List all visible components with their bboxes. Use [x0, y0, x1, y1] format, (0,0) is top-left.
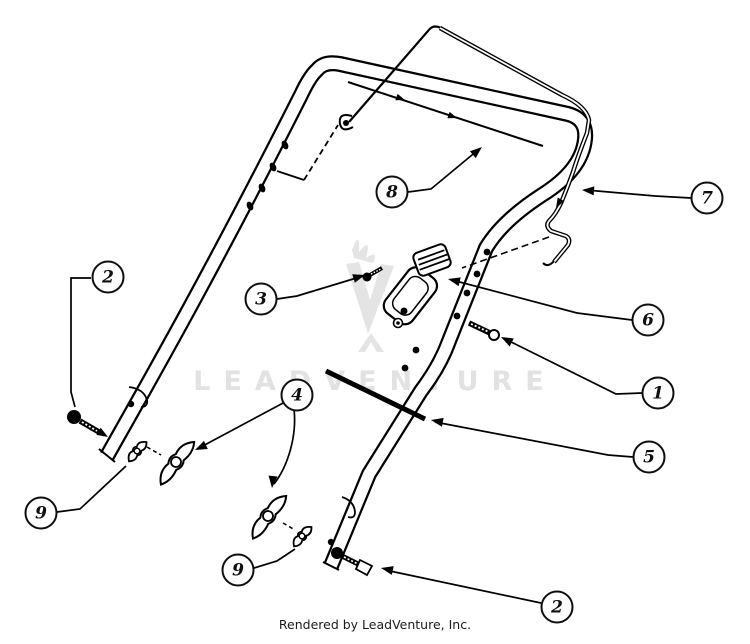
wing-nut-right: [292, 525, 313, 548]
wing-knob-upper: [159, 440, 196, 486]
callout-8[interactable]: 8: [375, 175, 409, 209]
throttle-cable: [338, 25, 592, 269]
wing-knob-lower: [251, 494, 288, 540]
throttle-lever: [412, 243, 452, 277]
callout-7[interactable]: 7: [690, 181, 724, 215]
cable-rod: [324, 368, 427, 422]
wing-nut-left: [127, 440, 148, 463]
assembly-dashed-links: [146, 446, 296, 531]
carriage-bolt-left: [67, 410, 108, 437]
handle-slot-details: [128, 124, 356, 519]
callout-2-top-left[interactable]: 2: [91, 260, 125, 294]
callout-5[interactable]: 5: [632, 440, 666, 474]
callout-2-bottom[interactable]: 2: [540, 590, 574, 624]
carriage-bolt-right: [331, 547, 374, 577]
control-screw: [362, 266, 384, 282]
leader-arrowheads: [195, 147, 595, 575]
callout-9-right[interactable]: 9: [221, 553, 255, 587]
callout-3[interactable]: 3: [244, 282, 278, 316]
handle-hole-details: [127, 140, 491, 546]
throttle-control: [382, 243, 452, 329]
leader-lines: [56, 149, 692, 604]
upper-handle-tube: [98, 55, 594, 571]
footer-credit: Rendered by LeadVenture, Inc.: [278, 617, 472, 632]
callout-4[interactable]: 4: [280, 378, 314, 412]
handle-screw: [467, 320, 500, 341]
callout-9-left[interactable]: 9: [24, 496, 58, 530]
callout-1[interactable]: 1: [641, 376, 675, 410]
callout-6[interactable]: 6: [631, 303, 665, 337]
